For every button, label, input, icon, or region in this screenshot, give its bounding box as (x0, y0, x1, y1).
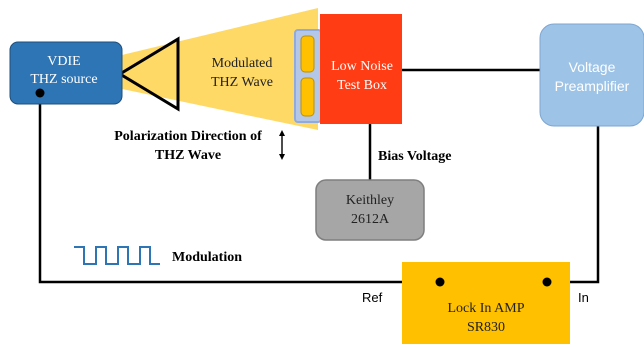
preamp-line2: Preamplifier (555, 78, 630, 94)
thz-beam-horn (122, 8, 318, 130)
vdie-line2: THZ source (30, 72, 97, 87)
voltage-preamplifier-block (539, 23, 644, 127)
in-port-label: In (578, 290, 589, 305)
preamp-line1: Voltage (569, 59, 616, 75)
polarizer (294, 29, 322, 123)
polarization-label-line2: THZ Wave (155, 148, 221, 163)
lockin-in-port-dot (542, 277, 552, 287)
vdie-line1: VDIE (47, 54, 80, 69)
wire-ref-source-to-lockin (38, 93, 440, 284)
vdie-thz-source-block (9, 41, 123, 105)
modulation-square-wave-icon (74, 246, 160, 265)
modulation-label: Modulation (172, 250, 242, 265)
lockin-line1: Lock In AMP (448, 301, 525, 316)
horn-label-line2: THZ Wave (211, 75, 273, 90)
lockin-ref-port-dot (435, 277, 445, 287)
horn-outline (117, 36, 180, 112)
horn-label-line1: Modulated (212, 56, 273, 71)
wire-preamp-to-lockin-in (547, 126, 600, 284)
keithley-line2: 2612A (351, 212, 390, 227)
bias-voltage-label: Bias Voltage (378, 149, 452, 164)
keithley-2612a-block (315, 179, 425, 241)
source-ref-port-dot (35, 88, 45, 98)
keithley-line1: Keithley (346, 193, 394, 208)
lockin-line2: SR830 (467, 320, 505, 335)
test-box-line1: Low Noise (331, 59, 393, 74)
ref-port-label: Ref (362, 290, 383, 305)
polarization-label-line1: Polarization Direction of (114, 129, 262, 144)
polarization-arrow-icon (279, 130, 285, 160)
test-box-line2: Test Box (337, 78, 387, 93)
lock-in-amp-block (402, 262, 570, 344)
low-noise-test-box (320, 14, 402, 124)
